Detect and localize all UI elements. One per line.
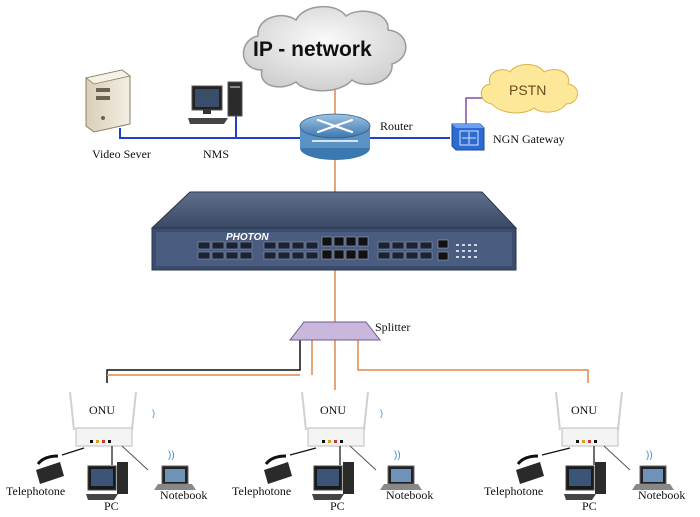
svg-text:): ) — [152, 408, 155, 418]
telephone-label: Telephotone — [6, 484, 65, 498]
video-server-label: Video Sever — [92, 147, 151, 161]
olt-sfp-ports-right — [377, 241, 433, 260]
splitter-icon — [288, 321, 382, 341]
nms-label: NMS — [203, 147, 229, 161]
telephone-label: Telephotone — [232, 484, 291, 498]
branch-1: ) ONU Telephotone PC )) Notebook — [6, 391, 207, 513]
onu-device-icon: ) — [69, 391, 155, 447]
onu-label: ONU — [320, 403, 346, 417]
ethernet-links — [119, 116, 450, 139]
svg-text:)): )) — [394, 450, 401, 461]
svg-text:)): )) — [646, 450, 653, 461]
notebook-icon: )) — [632, 450, 674, 490]
telephone-icon — [264, 454, 292, 484]
pc-icon — [86, 462, 128, 500]
pc-label: PC — [330, 499, 345, 513]
gateway-pstn-link — [465, 97, 484, 124]
branch-2: ) ONU Telephotone PC )) Notebook — [232, 391, 433, 513]
onu-device-icon — [555, 391, 623, 447]
svg-text:): ) — [380, 408, 383, 418]
router-icon — [299, 113, 371, 160]
ip-network-cloud: IP - network — [242, 5, 407, 92]
olt-mgmt-ports — [437, 239, 449, 261]
pc-label: PC — [104, 499, 119, 513]
nms-workstation-icon — [188, 81, 243, 124]
branch-3: ONU Telephotone PC )) Notebook — [484, 391, 685, 513]
ngn-gateway-label: NGN Gateway — [493, 132, 565, 146]
svg-text:)): )) — [168, 450, 175, 461]
onu-device-icon: ) — [301, 391, 383, 447]
olt-rj45-ports — [321, 236, 369, 260]
telephone-label: Telephotone — [484, 484, 543, 498]
olt-sfp-ports-left — [197, 241, 319, 260]
onu-label: ONU — [571, 403, 597, 417]
ngn-gateway-icon — [451, 123, 485, 151]
pc-icon — [564, 462, 606, 500]
pstn-cloud: PSTN — [480, 64, 578, 114]
splitter-output-links — [106, 340, 589, 390]
pc-icon — [312, 462, 354, 500]
telephone-icon — [36, 454, 64, 484]
olt-status-leds — [456, 244, 477, 258]
notebook-label: Notebook — [638, 488, 685, 502]
router-label: Router — [380, 119, 413, 133]
notebook-icon: )) — [154, 450, 196, 490]
olt-chassis: PHOTON — [150, 191, 518, 271]
onu-label: ONU — [89, 403, 115, 417]
notebook-label: Notebook — [386, 488, 433, 502]
pc-label: PC — [582, 499, 597, 513]
pstn-label: PSTN — [509, 82, 546, 98]
splitter-label: Splitter — [375, 320, 410, 334]
telephone-icon — [516, 454, 544, 484]
video-server-icon — [85, 69, 131, 133]
notebook-icon: )) — [380, 450, 422, 490]
olt-brand-label: PHOTON — [226, 232, 269, 243]
ip-network-label: IP - network — [253, 38, 372, 61]
notebook-label: Notebook — [160, 488, 207, 502]
